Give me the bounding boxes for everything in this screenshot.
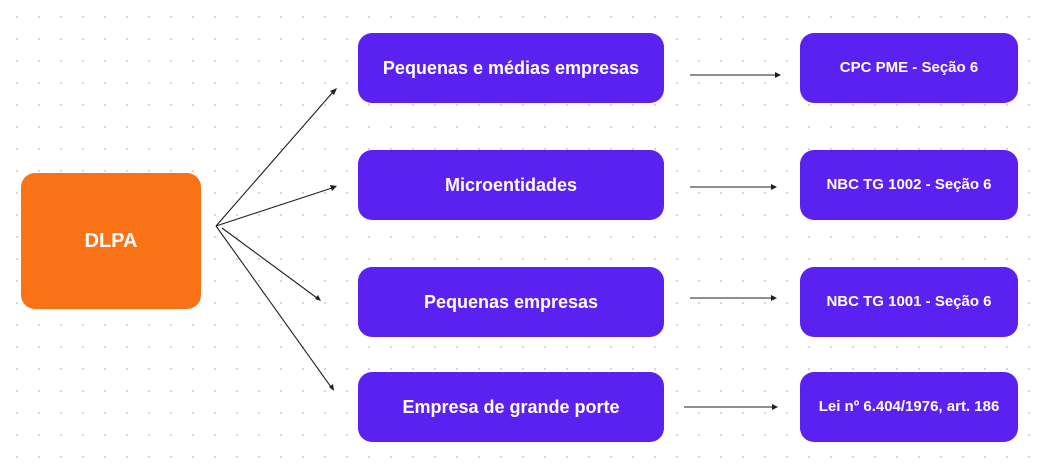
category-node-label: Pequenas empresas <box>423 291 599 312</box>
category-node-empresa-de-grande-porte: Empresa de grande porte <box>358 372 664 442</box>
category-node-label: Microentidades <box>444 174 578 195</box>
arrowhead-standard-2 <box>771 184 777 190</box>
standard-node-label: CPC PME - Seção 6 <box>839 59 979 76</box>
arrowhead-category-4 <box>329 384 334 391</box>
connector-root-to-category-1 <box>215 91 334 227</box>
standard-node-nbc-tg-1001: NBC TG 1001 - Seção 6 <box>800 267 1018 337</box>
category-node-label: Pequenas e médias empresas <box>382 57 640 78</box>
standard-node-cpc-pme: CPC PME - Seção 6 <box>800 33 1018 103</box>
category-node-pequenas-empresas: Pequenas empresas <box>358 267 664 337</box>
arrowhead-category-2 <box>330 185 337 191</box>
standard-node-label: NBC TG 1001 - Seção 6 <box>826 293 992 310</box>
arrowhead-standard-1 <box>775 72 781 78</box>
arrowhead-standard-3 <box>771 295 777 301</box>
root-node-dlpa: DLPA <box>21 173 201 309</box>
category-node-microentidades: Microentidades <box>358 150 664 220</box>
standard-node-label: Lei nº 6.404/1976, art. 186 <box>818 398 1000 415</box>
standard-node-label: NBC TG 1002 - Seção 6 <box>826 176 992 193</box>
connector-root-to-category-3 <box>221 227 318 299</box>
arrowhead-category-1 <box>330 88 337 95</box>
connector-root-to-category-4 <box>215 225 332 388</box>
standard-node-nbc-tg-1002: NBC TG 1002 - Seção 6 <box>800 150 1018 220</box>
arrowhead-category-3 <box>315 295 321 301</box>
category-node-pequenas-e-medias-empresas: Pequenas e médias empresas <box>358 33 664 103</box>
standard-node-lei-6404: Lei nº 6.404/1976, art. 186 <box>800 372 1018 442</box>
root-node-label: DLPA <box>84 229 138 252</box>
category-node-label: Empresa de grande porte <box>402 396 620 417</box>
arrowhead-standard-4 <box>772 404 778 410</box>
connector-root-to-category-2 <box>215 187 333 227</box>
